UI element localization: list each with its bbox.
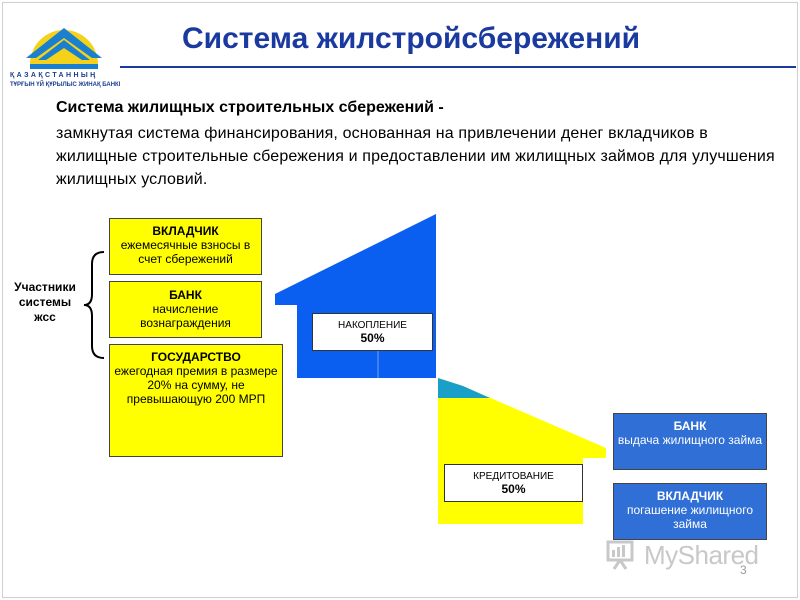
- saving-label: НАКОПЛЕНИЕ: [338, 320, 407, 331]
- crediting-label: КРЕДИТОВАНИЕ: [473, 471, 554, 482]
- saving-label-box: НАКОПЛЕНИЕ 50%: [312, 313, 433, 351]
- title-underline: [120, 66, 796, 68]
- bank-loan-title: БАНК: [673, 419, 707, 433]
- definition-term: Система жилищных строительных сбережений…: [56, 99, 444, 116]
- depositor-repay-title: ВКЛАДЧИК: [656, 489, 724, 503]
- watermark-text: MyShared: [644, 540, 759, 570]
- definition-text: замкнутая система финансирования, основа…: [56, 125, 775, 188]
- bank-loan-text: выдача жилищного займа: [617, 433, 763, 447]
- presentation-board-icon: [606, 540, 634, 570]
- crediting-label-box: КРЕДИТОВАНИЕ 50%: [444, 464, 583, 502]
- page-number: 3: [740, 563, 747, 577]
- participant-state: ГОСУДАРСТВО ежегодная премия в размере 2…: [109, 344, 283, 457]
- participant-title: ГОСУДАРСТВО: [151, 350, 241, 364]
- saving-house-shape: [275, 214, 436, 378]
- logo-emblem-icon: [26, 28, 102, 69]
- participants-label: Участники системы жсс: [14, 280, 76, 324]
- depositor-repay-text: погашение жилищного займа: [627, 503, 753, 531]
- participant-title: БАНК: [169, 288, 202, 302]
- participant-text: ежемесячные взносы в счет сбережений: [120, 238, 251, 266]
- crediting-house-shape: [438, 378, 606, 524]
- bank-loan-box: БАНК выдача жилищного займа: [613, 413, 767, 470]
- participant-title: ВКЛАДЧИК: [152, 224, 219, 238]
- participant-text: начисление вознаграждения: [140, 302, 231, 330]
- bank-logo: ҚАЗАҚСТАННЫҢ ТҰРҒЫН ҮЙ ҚҰРЫЛЫС ЖИНАҚ БАН…: [10, 14, 121, 94]
- saving-value: 50%: [360, 331, 385, 345]
- slide-title: Система жилстройсбережений: [182, 22, 641, 55]
- logo-text-line2: ТҰРҒЫН ҮЙ ҚҰРЫЛЫС ЖИНАҚ БАНКІ: [10, 82, 121, 88]
- logo-text-line1: ҚАЗАҚСТАННЫҢ: [10, 72, 98, 79]
- watermark: MyShared: [606, 536, 759, 572]
- depositor-repay-box: ВКЛАДЧИК погашение жилищного займа: [613, 483, 767, 540]
- brace-icon: [84, 251, 105, 359]
- crediting-value: 50%: [501, 482, 526, 496]
- participant-depositor: ВКЛАДЧИК ежемесячные взносы в счет сбере…: [109, 218, 262, 275]
- participant-text: ежегодная премия в размере 20% на сумму,…: [114, 364, 278, 406]
- participant-bank: БАНК начисление вознаграждения: [109, 281, 262, 338]
